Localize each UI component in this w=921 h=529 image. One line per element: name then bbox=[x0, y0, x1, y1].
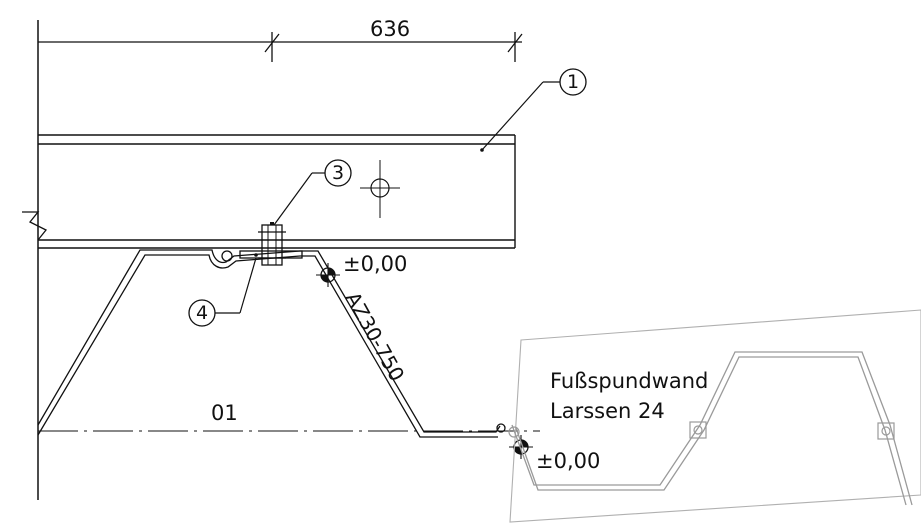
callout-3: 3 bbox=[273, 159, 352, 226]
callout-1-number: 1 bbox=[567, 71, 579, 93]
detail-frame bbox=[509, 309, 921, 523]
larssen-detail: Fußspundwand Larssen 24 bbox=[508, 309, 921, 523]
hole-marker bbox=[360, 160, 400, 218]
callout-4: 4 bbox=[188, 257, 257, 327]
az-profile bbox=[37, 249, 506, 438]
callout-4-number: 4 bbox=[196, 302, 208, 324]
dimension-text: 636 bbox=[370, 17, 410, 41]
callout-3-number: 3 bbox=[332, 162, 344, 184]
dimension-636: 636 bbox=[38, 17, 523, 62]
axis-label: 01 bbox=[211, 401, 238, 425]
elevation-marker-lower: ±0,00 bbox=[509, 435, 600, 473]
profile-label: AZ30-750 bbox=[341, 288, 410, 386]
larssen-profile bbox=[511, 351, 913, 506]
callout-1: 1 bbox=[481, 68, 587, 151]
elevation-upper-text: ±0,00 bbox=[343, 252, 407, 276]
elevation-lower-text: ±0,00 bbox=[536, 449, 600, 473]
elevation-marker-upper: ±0,00 bbox=[316, 252, 407, 287]
larssen-subtitle: Larssen 24 bbox=[550, 399, 665, 423]
break-symbol bbox=[22, 211, 48, 241]
larssen-title: Fußspundwand bbox=[550, 369, 708, 393]
